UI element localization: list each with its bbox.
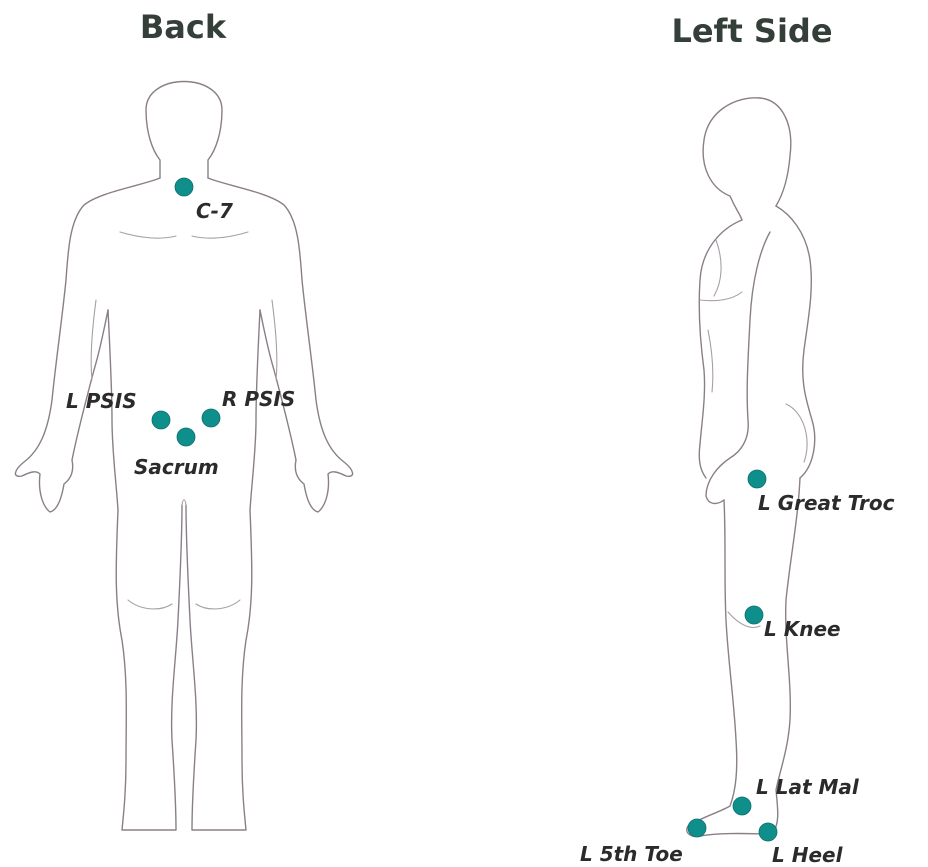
l-5th-toe-marker [688, 819, 706, 837]
l-lat-mal-label: L Lat Mal [756, 775, 860, 799]
r-psis-label: R PSIS [222, 387, 295, 411]
l-heel-marker [759, 823, 777, 841]
r-psis-marker [202, 409, 220, 427]
l-knee-label: L Knee [764, 617, 841, 641]
back-view-title: Back [140, 8, 227, 46]
c7-marker [175, 178, 193, 196]
back-view: Back C-7 L [15, 8, 352, 830]
l-psis-label: L PSIS [66, 389, 137, 413]
c7-label: C-7 [196, 199, 233, 223]
left-side-view-title: Left Side [671, 12, 832, 50]
side-body-outline [687, 98, 815, 837]
l-psis-marker [152, 411, 170, 429]
l-lat-mal-marker [733, 797, 751, 815]
sacrum-marker [177, 428, 195, 446]
l-5th-toe-label: L 5th Toe [580, 842, 683, 866]
l-knee-marker [745, 606, 763, 624]
l-great-troc-marker [748, 470, 766, 488]
sacrum-label: Sacrum [134, 455, 219, 479]
l-great-troc-label: L Great Troc [758, 491, 895, 515]
l-heel-label: L Heel [772, 843, 844, 867]
left-side-view: Left Side L Great Tr [580, 12, 895, 867]
